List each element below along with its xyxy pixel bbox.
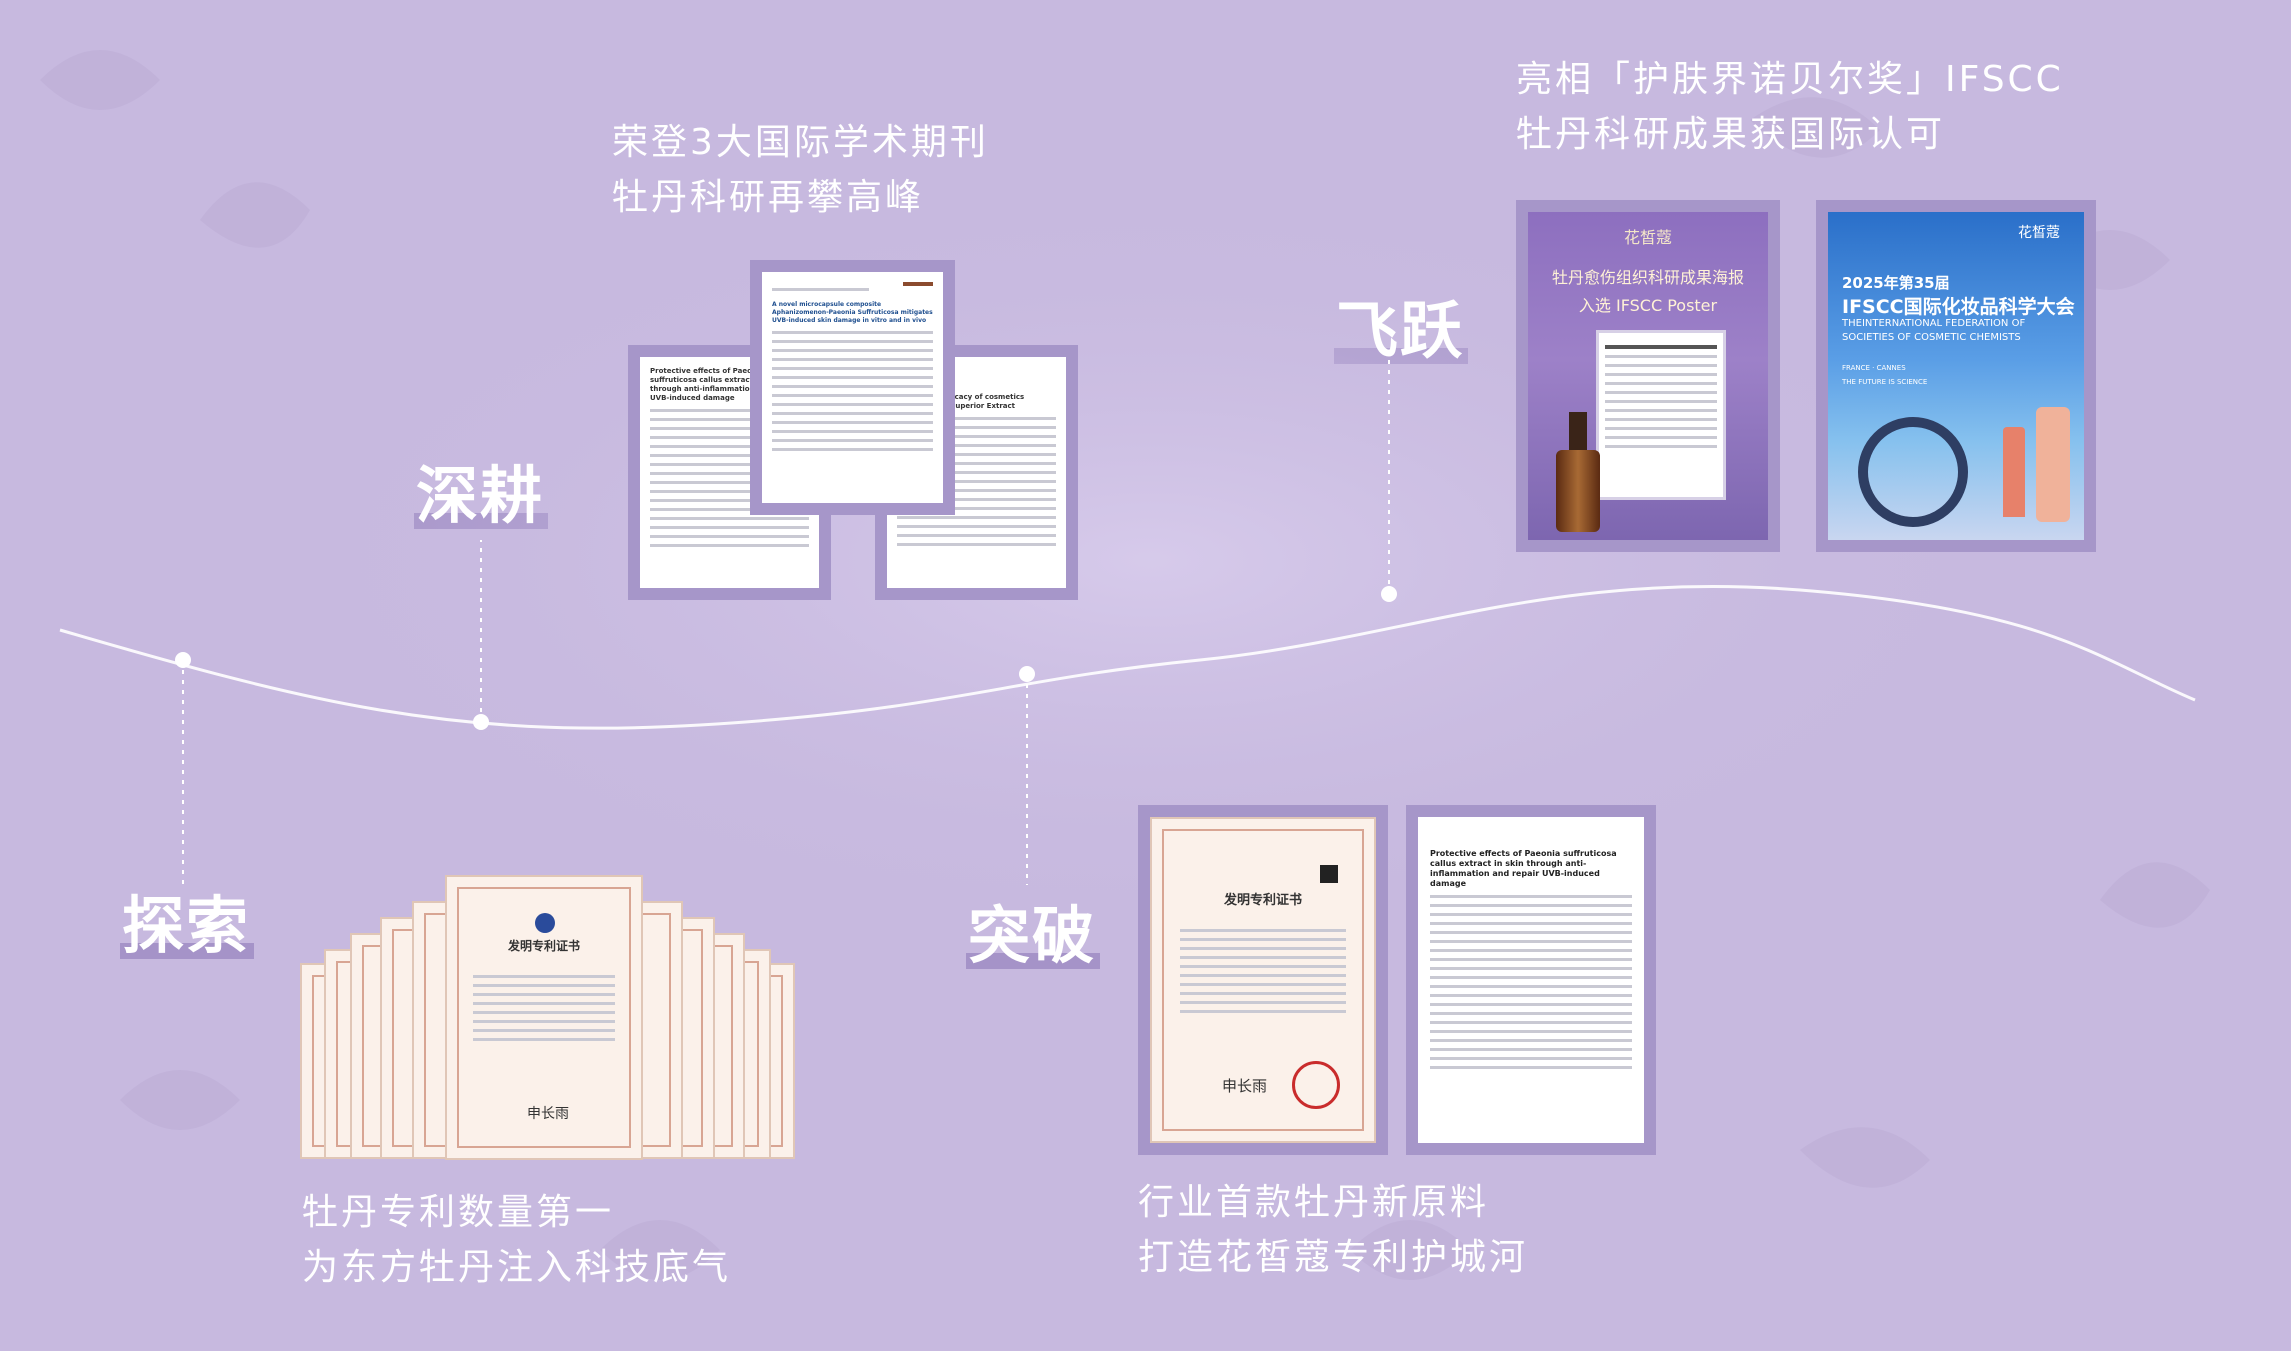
caption-explore-line1: 牡丹专利数量第一: [302, 1192, 615, 1233]
caption-leap: 亮相「护肤界诺贝尔奖」IFSCC 牡丹科研成果获国际认可: [1516, 52, 2064, 162]
ifscc-poster-frame-2: 花皙蔻 2025年第35届 IFSCC国际化妆品科学大会 THEINTERNAT…: [1816, 200, 2096, 552]
timeline-node-deepen: [473, 714, 489, 730]
breakthrough-cert-title: 发明专利证书: [1223, 893, 1302, 908]
journal-paper-left: Protective effects of Paeonia suffrutico…: [628, 345, 831, 600]
paper-left-title: Protective effects of Paeonia suffrutico…: [650, 367, 798, 402]
ifscc-poster-frame-1: 花皙蔻 牡丹愈伤组织科研成果海报 入选 IFSCC Poster: [1516, 200, 1780, 552]
serum-bottle-icon: [1556, 412, 1600, 532]
timeline-node-breakthrough: [1019, 666, 1035, 682]
poster2-year: 2025年第35届: [1842, 274, 1950, 292]
poster2-tag: THE FUTURE IS SCIENCE: [1842, 378, 1928, 386]
caption-leap-line1: 亮相「护肤界诺贝尔奖」IFSCC: [1516, 59, 2064, 100]
poster2-en2: SOCIETIES OF COSMETIC CHEMISTS: [1842, 332, 2021, 343]
film-reel-icon: [1858, 417, 1968, 527]
caption-breakthrough-line1: 行业首款牡丹新原料: [1138, 1182, 1490, 1223]
paper-right-title: Safety and efficacy of cosmetics ingredi…: [897, 393, 1025, 410]
lipstick-icon: [2003, 427, 2025, 517]
patent-emblem-icon: [535, 913, 555, 933]
patent-certificate-title: 发明专利证书: [507, 939, 580, 953]
poster2-en1: THEINTERNATIONAL FEDERATION OF: [1842, 318, 2026, 329]
caption-deepen-line2: 牡丹科研再攀高峰: [612, 177, 925, 218]
patent-signature: 申长雨: [527, 1106, 569, 1122]
caption-breakthrough-line2: 打造花皙蔻专利护城河: [1138, 1237, 1529, 1278]
caption-explore-line2: 为东方牡丹注入科技底气: [302, 1247, 732, 1288]
poster1-brand: 花皙蔻: [1623, 228, 1672, 247]
caption-deepen: 荣登3大国际学术期刊 牡丹科研再攀高峰: [612, 115, 989, 225]
timeline-curve: [59, 584, 2196, 730]
breakthrough-paper-title: Protective effects of Paeonia suffrutico…: [1430, 849, 1617, 888]
poster1-line2: 入选 IFSCC Poster: [1578, 296, 1718, 315]
timeline-node-leap: [1381, 586, 1397, 602]
journal-paper-center: A novel microcapsule composite Aphanizom…: [750, 260, 955, 515]
poster2-title: IFSCC国际化妆品科学大会: [1842, 296, 2075, 318]
stage-label-explore: 探索: [119, 875, 255, 965]
caption-leap-line2: 牡丹科研成果获国际认可: [1516, 114, 1946, 155]
caption-explore: 牡丹专利数量第一 为东方牡丹注入科技底气: [302, 1185, 731, 1295]
breakthrough-paper-frame: Protective effects of Paeonia suffrutico…: [1406, 805, 1656, 1155]
poster2-place: FRANCE · CANNES: [1842, 364, 1906, 372]
cream-tube-icon: [2036, 407, 2070, 522]
poster2-brand: 花皙蔻: [2018, 225, 2060, 241]
poster1-research-sheet: [1596, 330, 1726, 500]
patent-certificate-front: 发明专利证书 申长雨: [445, 875, 643, 1160]
stage-label-deepen: 深耕: [413, 445, 549, 535]
patent-certificate-fan: 发明专利证书 申长雨: [300, 875, 795, 1160]
timeline-node-explore: [175, 652, 191, 668]
breakthrough-patent-frame: 发明专利证书 申长雨: [1138, 805, 1388, 1155]
poster1-line1: 牡丹愈伤组织科研成果海报: [1551, 268, 1744, 287]
paper-center-title: A novel microcapsule composite Aphanizom…: [772, 301, 933, 324]
breakthrough-signature: 申长雨: [1222, 1077, 1268, 1095]
stage-label-breakthrough: 突破: [965, 885, 1101, 975]
caption-breakthrough: 行业首款牡丹新原料 打造花皙蔻专利护城河: [1138, 1175, 1528, 1285]
caption-deepen-line1: 荣登3大国际学术期刊: [612, 122, 989, 163]
stage-label-leap: 飞跃: [1333, 280, 1469, 370]
official-seal-icon: [1292, 1061, 1340, 1109]
breakthrough-qr-icon: [1320, 865, 1338, 883]
